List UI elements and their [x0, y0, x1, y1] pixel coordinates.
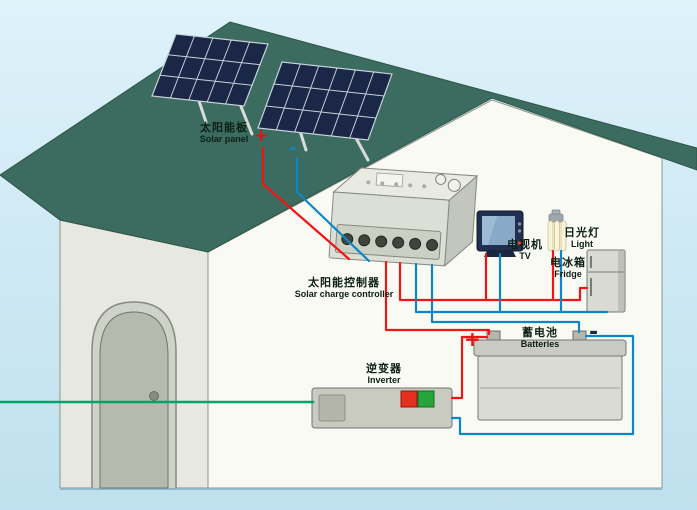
controller-vent-hole — [394, 182, 399, 187]
wires — [0, 146, 635, 436]
wire-load-bus-negative — [414, 262, 609, 314]
batteries-label-en: Batteries — [520, 339, 560, 350]
wire-battery-inverter-positive — [450, 335, 489, 400]
inverter-vent — [318, 394, 346, 422]
wire-controller-battery-positive — [384, 260, 491, 336]
light-label: 日光灯 Light — [560, 227, 604, 249]
inverter-label: 逆变器 Inverter — [358, 363, 410, 385]
controller-terminal-screw — [409, 237, 422, 250]
controller-terminal-screw — [375, 235, 388, 248]
tv-power-led — [517, 241, 522, 245]
batteries-label-zh: 蓄电池 — [522, 327, 558, 339]
panel-strut — [354, 136, 370, 162]
wire-panel-positive — [261, 146, 351, 261]
fridge-label: 电冰箱 Fridge — [546, 257, 590, 279]
door — [99, 311, 169, 489]
light-tube — [547, 220, 554, 252]
light-label-zh: 日光灯 — [564, 227, 600, 239]
controller-knob — [447, 178, 461, 192]
tv-screen-glare — [482, 216, 497, 245]
battery — [473, 330, 627, 421]
battery-plus-sign: + — [464, 327, 481, 351]
solar-panel-label-zh: 太阳能板 — [200, 122, 248, 134]
batteries-label: 蓄电池 Batteries — [514, 327, 566, 349]
panel-plus-sign: + — [254, 126, 269, 146]
tv-control-knob — [517, 222, 522, 226]
inverter — [311, 387, 453, 429]
controller-terminal-screw — [426, 239, 439, 252]
solar-panel-right-grid — [265, 63, 385, 139]
battery-minus-sign: - — [589, 320, 599, 345]
light-tube — [560, 220, 567, 252]
panel-strut — [238, 102, 254, 136]
wire-panel-negative — [295, 156, 371, 263]
controller-knob — [435, 173, 447, 185]
inverter-label-en: Inverter — [367, 375, 401, 386]
inverter-green-indicator — [417, 390, 435, 408]
controller-label: 太阳能控制器 Solar charge controller — [283, 277, 405, 299]
controller-label-plate — [375, 172, 404, 188]
panel-strut — [298, 129, 308, 152]
wire-load-bus-positive — [398, 261, 589, 302]
controller-vent-hole — [380, 181, 385, 186]
door-handle — [149, 391, 159, 401]
controller-vent-hole — [408, 183, 413, 188]
light-label-en: Light — [571, 239, 593, 250]
fridge-side-shade — [618, 251, 624, 311]
fridge-label-zh: 电冰箱 — [550, 257, 586, 269]
tv — [476, 210, 524, 257]
controller-label-zh: 太阳能控制器 — [308, 277, 380, 289]
controller-vent-hole — [366, 180, 371, 185]
controller-terminal-strip — [334, 223, 442, 260]
tv-label: 电视机 TV — [500, 239, 550, 261]
wire-controller-battery-negative — [430, 263, 581, 334]
tv-control-knob — [517, 229, 522, 233]
solar-panel-array — [151, 33, 393, 162]
panel-minus-sign: - — [289, 138, 297, 159]
light-tube — [554, 220, 560, 252]
charge-controller — [328, 167, 479, 268]
controller-terminal-screw — [392, 236, 405, 249]
controller-terminal-screw — [358, 234, 371, 247]
controller-label-en: Solar charge controller — [294, 289, 394, 300]
fridge-label-en: Fridge — [554, 269, 582, 280]
wire-battery-inverter-negative — [450, 334, 635, 436]
controller-vent-hole — [422, 184, 427, 189]
inverter-label-zh: 逆变器 — [366, 363, 402, 375]
solar-panel-left-grid — [159, 35, 261, 105]
solar-panel-left — [151, 33, 269, 107]
cfl-light — [547, 209, 567, 252]
solar-panel-label-en: Solar panel — [199, 134, 249, 145]
panel-strut — [196, 96, 208, 124]
tv-label-zh: 电视机 — [507, 239, 543, 251]
fridge — [586, 249, 626, 313]
inverter-red-indicator — [400, 390, 418, 408]
solar-panel-label: 太阳能板 Solar panel — [178, 122, 270, 144]
tv-label-en: TV — [519, 251, 531, 262]
